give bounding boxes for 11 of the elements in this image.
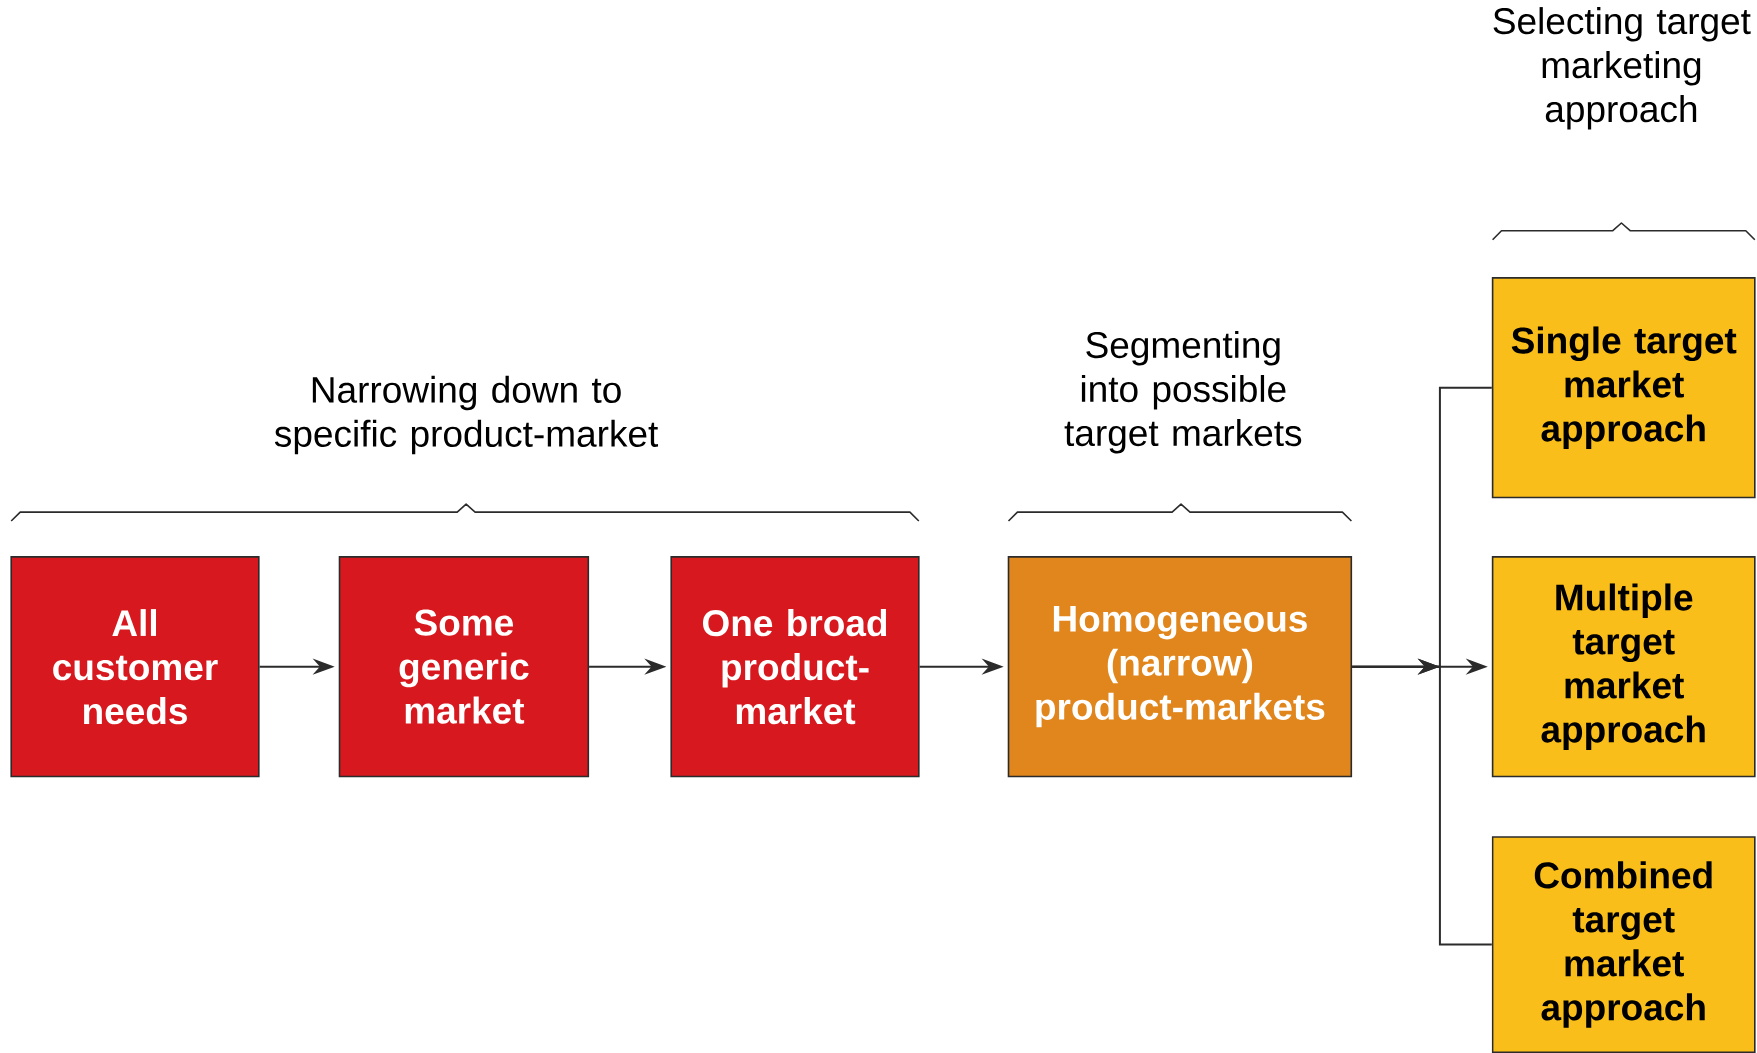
process-box: Combined target market approach bbox=[1491, 836, 1756, 1053]
branching-arrow bbox=[1351, 658, 1493, 946]
heading-text: Narrowing down to specific product-market bbox=[274, 375, 659, 455]
heading-text: Selecting target marketing approach bbox=[1493, 7, 1751, 130]
process-box: Multiple target market approach bbox=[1491, 556, 1756, 778]
process-box: Single target market approach bbox=[1491, 277, 1756, 499]
process-box: One broad product-market bbox=[670, 556, 920, 778]
process-box: All customer needs bbox=[10, 556, 260, 778]
heading-text: Segmenting into possible target markets bbox=[1064, 331, 1302, 454]
process-box: Some generic market bbox=[338, 556, 590, 778]
process-box: Homogeneous (narrow) product-markets bbox=[1007, 556, 1353, 778]
